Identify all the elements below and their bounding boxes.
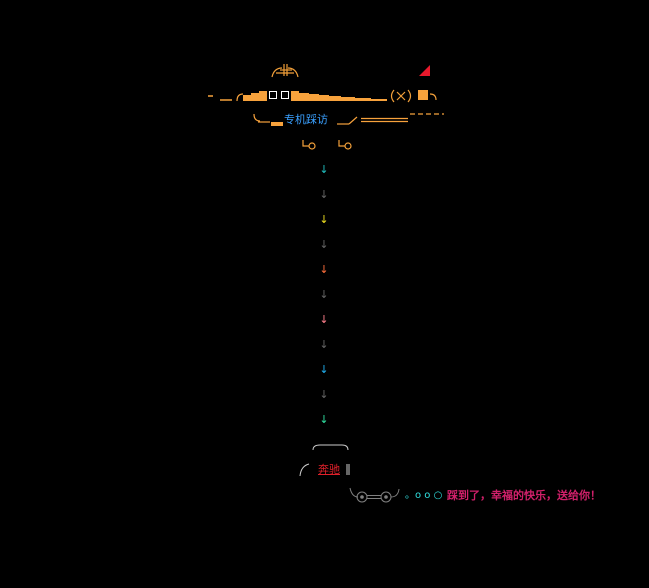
nose-hook [429,93,437,101]
landing-art [299,444,400,503]
route-label: 专机踩访 [284,113,328,126]
bubbles-icon: 。o o ○ [405,490,443,501]
down-arrow-icon: ↓ [319,338,329,351]
landing-gear-icon [302,140,352,150]
tail-icon [419,65,430,76]
window-icon [269,91,289,99]
down-arrow-icon: ↓ [319,313,329,326]
down-arrow-icon: ↓ [319,188,329,201]
nose-block [418,90,428,100]
down-arrow-icon: ↓ [319,413,329,426]
down-arrow-icon: ↓ [319,213,329,226]
ground-rollers-icon [349,487,400,503]
down-arrow-icon: ↓ [319,388,329,401]
down-arrow-icon: ↓ [319,163,329,176]
down-arrow-icon: ↓ [319,288,329,301]
airplane-art [208,64,444,150]
down-arrow-icon: ↓ [319,238,329,251]
greeting-message: 踩到了，幸福的快乐，送给你！ [447,489,601,502]
fuselage [243,91,387,101]
rotor-icon [271,64,299,78]
down-arrow-icon: ↓ [319,363,329,376]
left-wing [208,93,244,102]
lower-hull [253,113,444,126]
landing-frame [299,444,350,477]
down-arrow-icon: ↓ [319,263,329,276]
infinity-icon [390,89,412,103]
touchdown-label: 奔驰 [318,463,340,476]
